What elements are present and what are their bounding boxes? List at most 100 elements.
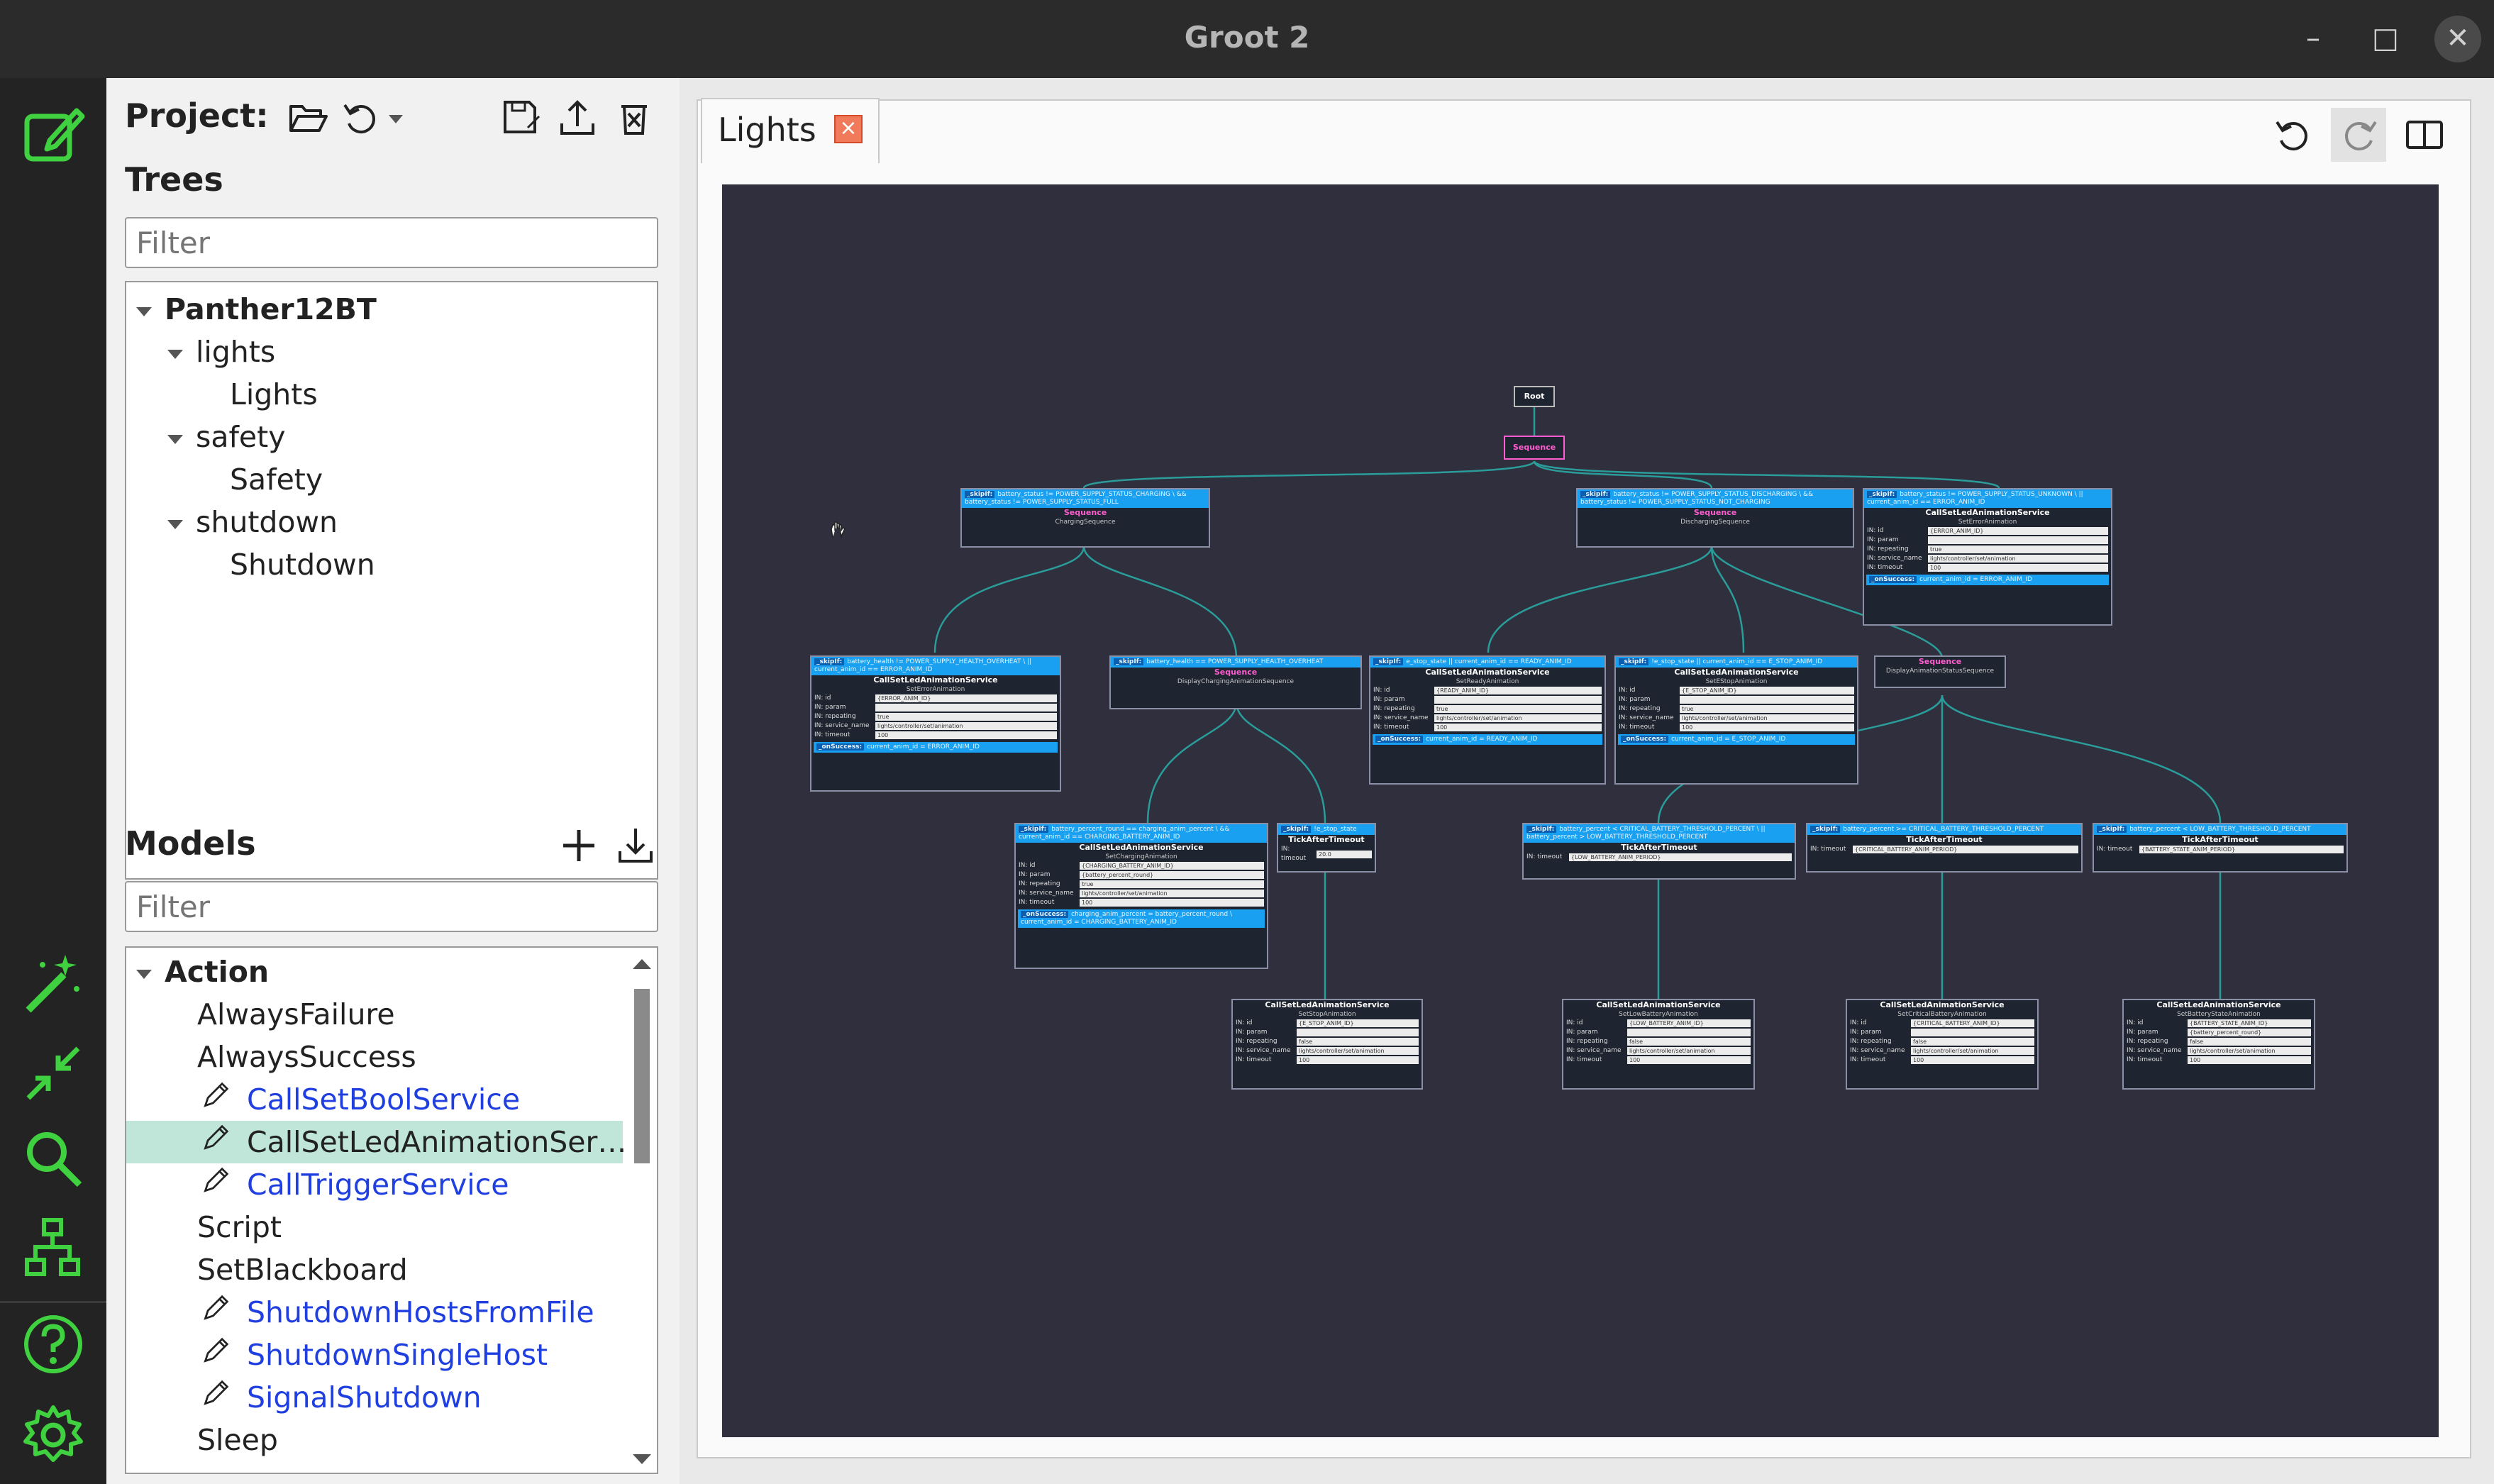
- node-title: CallSetLedAnimationService: [1265, 1000, 1390, 1009]
- model-item[interactable]: ShutdownHostsFromFile: [200, 1291, 594, 1334]
- tree-item-label: safety: [196, 420, 286, 454]
- root-node[interactable]: Root: [1514, 386, 1555, 407]
- model-item[interactable]: AlwaysSuccess: [197, 1036, 416, 1078]
- set-charging-animation-node[interactable]: _skipIf:battery_percent_round == chargin…: [1014, 823, 1268, 969]
- tree-item-panther12bt[interactable]: Panther12BT: [136, 288, 377, 331]
- set-stop-animation-node[interactable]: CallSetLedAnimationService SetStopAnimat…: [1231, 999, 1423, 1090]
- sequence-node[interactable]: Sequence: [1504, 436, 1565, 460]
- maximize-button[interactable]: □: [2372, 22, 2399, 55]
- model-item[interactable]: ShutdownSingleHost: [200, 1334, 548, 1376]
- import-icon[interactable]: [614, 824, 657, 867]
- discharging-sequence-node[interactable]: _skipIf:battery_status != POWER_SUPPLY_S…: [1576, 488, 1854, 548]
- tab-label: Lights: [718, 111, 816, 149]
- tree-item-shutdown-folder[interactable]: shutdown: [167, 501, 338, 543]
- node-title: CallSetLedAnimationService: [1674, 668, 1799, 677]
- folder-open-icon[interactable]: [287, 96, 329, 139]
- tree-item-safety-folder[interactable]: safety: [167, 416, 285, 458]
- undo-icon[interactable]: [2273, 113, 2315, 156]
- chevron-down-icon[interactable]: [167, 519, 183, 529]
- node-title: Sequence: [1693, 508, 1737, 517]
- set-critical-battery-animation-node[interactable]: CallSetLedAnimationService SetCriticalBa…: [1846, 999, 2039, 1090]
- split-view-icon[interactable]: [2403, 113, 2446, 156]
- model-item[interactable]: SetBlackboard: [197, 1248, 408, 1291]
- add-icon[interactable]: [558, 824, 600, 867]
- charging-sequence-node[interactable]: _skipIf:battery_status != POWER_SUPPLY_S…: [960, 488, 1210, 548]
- node-title: TickAfterTimeout: [1621, 843, 1697, 852]
- node-title: CallSetLedAnimationService: [1079, 843, 1204, 852]
- set-battery-state-animation-node[interactable]: CallSetLedAnimationService SetBatterySta…: [2122, 999, 2315, 1090]
- node-name: SetEStopAnimation: [1705, 678, 1768, 685]
- model-item-label: AlwaysSuccess: [197, 1040, 416, 1074]
- trees-filter-input[interactable]: [125, 217, 658, 268]
- node-name: DisplayChargingAnimationSequence: [1177, 678, 1295, 685]
- models-scrollbar[interactable]: [631, 955, 653, 1468]
- set-error-animation-health-node[interactable]: _skipIf:battery_health != POWER_SUPPLY_H…: [810, 655, 1061, 792]
- undo-icon[interactable]: [340, 96, 383, 139]
- chevron-down-icon[interactable]: [167, 349, 183, 359]
- tick-after-timeout-state-node[interactable]: _skipIf:battery_percent < LOW_BATTERY_TH…: [2093, 823, 2348, 873]
- models-filter-input[interactable]: [125, 881, 658, 932]
- node-name: DischargingSequence: [1680, 519, 1750, 526]
- chevron-down-icon[interactable]: [136, 969, 152, 979]
- model-item[interactable]: AlwaysFailure: [197, 993, 395, 1036]
- model-item[interactable]: Script: [197, 1206, 282, 1248]
- tree-item-safety[interactable]: Safety: [230, 458, 323, 501]
- model-item-selected[interactable]: CallSetLedAnimationSer…: [126, 1121, 627, 1163]
- tree-item-label: shutdown: [196, 505, 338, 539]
- model-item[interactable]: SignalShutdown: [200, 1376, 482, 1419]
- project-label: Project:: [125, 96, 269, 135]
- chevron-down-icon[interactable]: [136, 306, 152, 316]
- settings-icon[interactable]: [21, 1403, 85, 1467]
- tree-item-shutdown[interactable]: Shutdown: [230, 543, 375, 586]
- set-estop-animation-node[interactable]: _skipIf:!e_stop_state || current_anim_id…: [1614, 655, 1858, 785]
- tick-after-timeout-critical-node[interactable]: _skipIf:battery_percent >= CRITICAL_BATT…: [1806, 823, 2083, 873]
- redo-button[interactable]: [2331, 108, 2386, 162]
- chevron-down-icon[interactable]: [389, 115, 403, 123]
- clear-icon[interactable]: [613, 96, 655, 139]
- export-icon[interactable]: [556, 96, 599, 139]
- tree-item-lights-folder[interactable]: lights: [167, 331, 275, 373]
- model-group-action[interactable]: Action: [136, 951, 269, 993]
- tree-icon[interactable]: [21, 1216, 85, 1280]
- model-group-label: Action: [165, 955, 270, 989]
- collapse-icon[interactable]: [21, 1041, 85, 1105]
- tree-item-label: Safety: [230, 463, 323, 497]
- tree-item-label: lights: [196, 335, 276, 369]
- scrollbar-thumb[interactable]: [634, 989, 650, 1163]
- tick-after-timeout-estop-node[interactable]: _skipIf:!e_stop_state TickAfterTimeout I…: [1277, 823, 1376, 873]
- node-name: SetErrorAnimation: [906, 686, 965, 693]
- model-item[interactable]: Sleep: [197, 1419, 278, 1461]
- set-ready-animation-node[interactable]: _skipIf:e_stop_state || current_anim_id …: [1369, 655, 1606, 785]
- chevron-down-icon[interactable]: [167, 434, 183, 444]
- close-button[interactable]: ✕: [2434, 16, 2481, 62]
- magic-wand-icon[interactable]: [21, 952, 85, 1016]
- search-icon[interactable]: [21, 1126, 85, 1190]
- help-icon[interactable]: [21, 1312, 85, 1376]
- tree-canvas[interactable]: Root Sequence _skipIf:battery_status != …: [722, 184, 2439, 1437]
- model-item-label: CallSetLedAnimationSer…: [247, 1125, 627, 1159]
- display-charging-sequence-node[interactable]: _skipIf:battery_health == POWER_SUPPLY_H…: [1109, 655, 1362, 709]
- node-title: TickAfterTimeout: [1906, 835, 1983, 844]
- close-tab-icon[interactable]: ×: [834, 115, 863, 143]
- model-item[interactable]: CallSetBoolService: [200, 1078, 520, 1121]
- scroll-up-icon[interactable]: [633, 959, 651, 969]
- trees-list[interactable]: Panther12BT lights Lights safety Safety …: [125, 281, 658, 880]
- node-name: SetCriticalBatteryAnimation: [1897, 1011, 1987, 1018]
- edit-icon[interactable]: [21, 102, 85, 166]
- tree-item-lights[interactable]: Lights: [230, 373, 318, 416]
- tick-after-timeout-low-node[interactable]: _skipIf:battery_percent < CRITICAL_BATTE…: [1522, 823, 1796, 880]
- node-name: ChargingSequence: [1055, 519, 1116, 526]
- tab-lights[interactable]: Lights ×: [701, 98, 880, 163]
- display-status-sequence-node[interactable]: Sequence DisplayAnimationStatusSequence: [1874, 655, 2006, 688]
- node-name: DisplayAnimationStatusSequence: [1885, 668, 1995, 675]
- scroll-down-icon[interactable]: [633, 1454, 651, 1464]
- redo-icon[interactable]: [2337, 113, 2380, 156]
- model-item-label: SignalShutdown: [247, 1380, 482, 1414]
- pencil-icon: [204, 1124, 229, 1150]
- model-item[interactable]: CallTriggerService: [200, 1163, 509, 1206]
- models-list[interactable]: Action AlwaysFailure AlwaysSuccess CallS…: [125, 946, 658, 1474]
- minimize-button[interactable]: –: [2306, 22, 2320, 55]
- set-error-animation-node[interactable]: _skipIf:battery_status != POWER_SUPPLY_S…: [1863, 488, 2112, 626]
- save-icon[interactable]: [499, 96, 542, 139]
- set-low-battery-animation-node[interactable]: CallSetLedAnimationService SetLowBattery…: [1562, 999, 1755, 1090]
